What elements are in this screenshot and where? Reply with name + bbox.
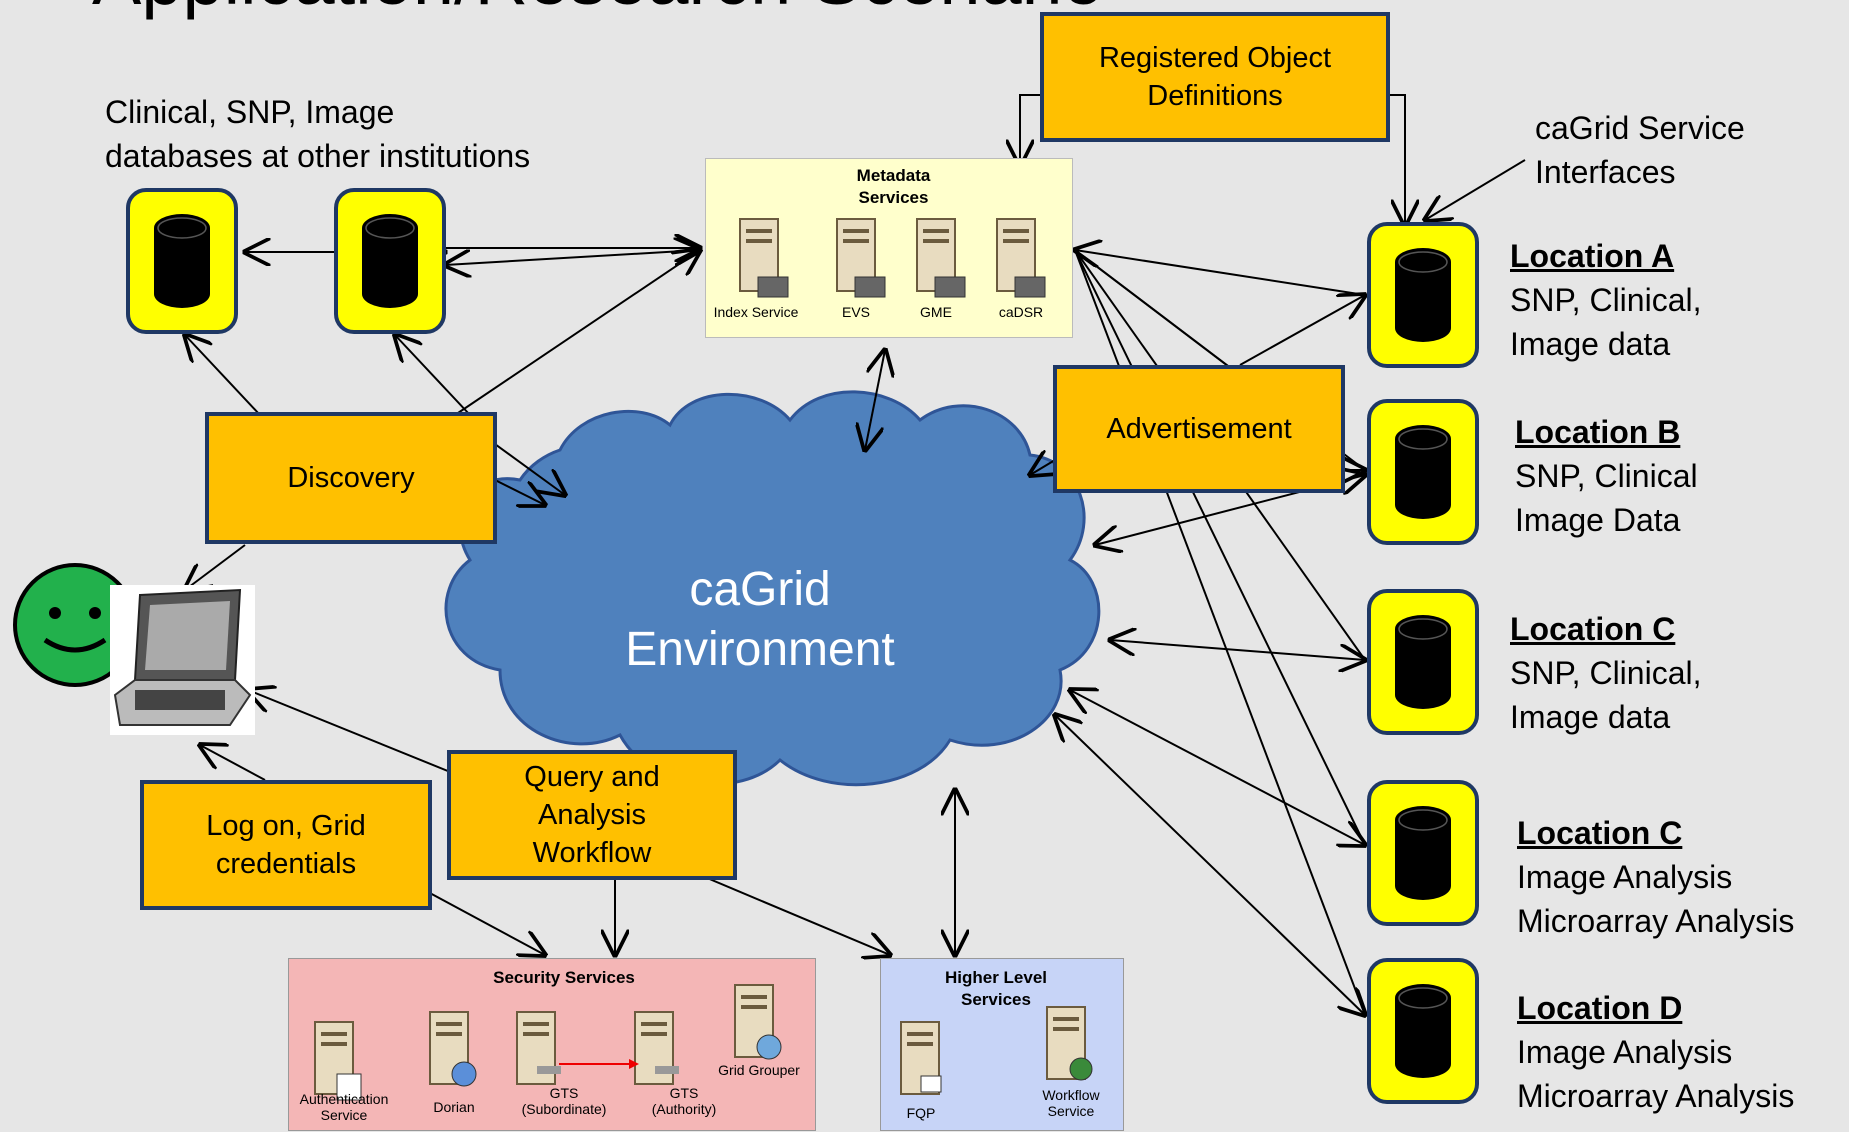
evs-label: EVS (841, 304, 870, 320)
service-interfaces-label: caGrid Service Interfaces (1535, 110, 1745, 190)
location-c-database-tile[interactable] (1367, 589, 1479, 735)
database-icon (154, 214, 210, 308)
higher-level-services-panel[interactable]: Higher Level Services FQP Workflow Servi… (880, 958, 1124, 1131)
location-name: Location C (1510, 611, 1676, 647)
location-name: Location A (1510, 238, 1675, 274)
query-analysis-workflow-box[interactable]: Query and Analysis Workflow (447, 750, 737, 880)
location-c-analysis-label: Location C Image Analysis Microarray Ana… (1517, 811, 1794, 943)
server-icon (991, 211, 1047, 308)
gts-trust-arrow (559, 1059, 639, 1069)
location-description: Image Analysis Microarray Analysis (1517, 859, 1795, 939)
metadata-services-title: Metadata Services (856, 166, 931, 207)
database-icon (1395, 248, 1451, 342)
logon-credentials-box[interactable]: Log on, Grid credentials (140, 780, 432, 910)
location-name: Location D (1517, 990, 1683, 1026)
registered-object-definitions-box[interactable]: Registered Object Definitions (1040, 12, 1390, 142)
server-icon (309, 1014, 365, 1111)
database-tile-other-2[interactable] (334, 188, 446, 334)
database-icon (1395, 984, 1451, 1078)
server-icon (895, 1014, 951, 1111)
database-icon (1395, 615, 1451, 709)
database-tile-other-1[interactable] (126, 188, 238, 334)
location-description: Image Analysis Microarray Analysis (1517, 1034, 1795, 1114)
laptop-icon[interactable] (110, 585, 255, 740)
higher-level-services-title: Higher Level Services (944, 968, 1048, 1009)
security-services-title: Security Services (493, 968, 635, 987)
grid-grouper-label: Grid Grouper (718, 1062, 800, 1078)
location-b-label: Location B SNP, Clinical Image Data (1515, 410, 1698, 542)
dorian-label: Dorian (433, 1099, 475, 1115)
metadata-services-panel[interactable]: Metadata Services Index Service EVS GME … (705, 158, 1073, 338)
location-description: SNP, Clinical, Image data (1510, 282, 1702, 362)
workflow-service-label: Workflow Service (1042, 1087, 1100, 1119)
database-icon (1395, 806, 1451, 900)
authentication-service-label: Authentication Service (299, 1091, 389, 1123)
location-name: Location B (1515, 414, 1681, 450)
cloud-label: caGrid Environment (625, 563, 895, 676)
cadsr-label: caDSR (998, 304, 1044, 320)
gme-label: GME (920, 304, 952, 320)
server-icon (729, 977, 785, 1074)
location-c-analysis-database-tile[interactable] (1367, 780, 1479, 926)
server-icon (734, 211, 790, 308)
index-service-label: Index Service (713, 304, 799, 320)
security-services-panel[interactable]: Security Services Authentication Service… (288, 958, 816, 1131)
location-c-label: Location C SNP, Clinical, Image data (1510, 607, 1701, 739)
server-icon (1041, 999, 1097, 1096)
location-d-label: Location D Image Analysis Microarray Ana… (1517, 986, 1794, 1118)
discovery-box[interactable]: Discovery (205, 412, 497, 544)
page-title: Application/Research Scenario (92, 0, 1104, 16)
location-b-database-tile[interactable] (1367, 399, 1479, 545)
gts-authority-label: GTS (Authority) (651, 1085, 717, 1117)
location-d-database-tile[interactable] (1367, 958, 1479, 1104)
server-icon (629, 1004, 685, 1101)
gts-subordinate-label: GTS (Subordinate) (521, 1085, 607, 1117)
location-description: SNP, Clinical Image Data (1515, 458, 1698, 538)
fqp-label: FQP (906, 1105, 936, 1121)
advertisement-box[interactable]: Advertisement (1053, 365, 1345, 493)
location-name: Location C (1517, 815, 1683, 851)
server-icon (911, 211, 967, 308)
database-icon (362, 214, 418, 308)
server-icon (424, 1004, 480, 1101)
location-a-database-tile[interactable] (1367, 222, 1479, 368)
other-institutions-label: Clinical, SNP, Image databases at other … (105, 94, 531, 174)
database-icon (1395, 425, 1451, 519)
location-description: SNP, Clinical, Image data (1510, 655, 1702, 735)
location-a-label: Location A SNP, Clinical, Image data (1510, 234, 1701, 366)
server-icon (511, 1004, 567, 1101)
server-icon (831, 211, 887, 308)
